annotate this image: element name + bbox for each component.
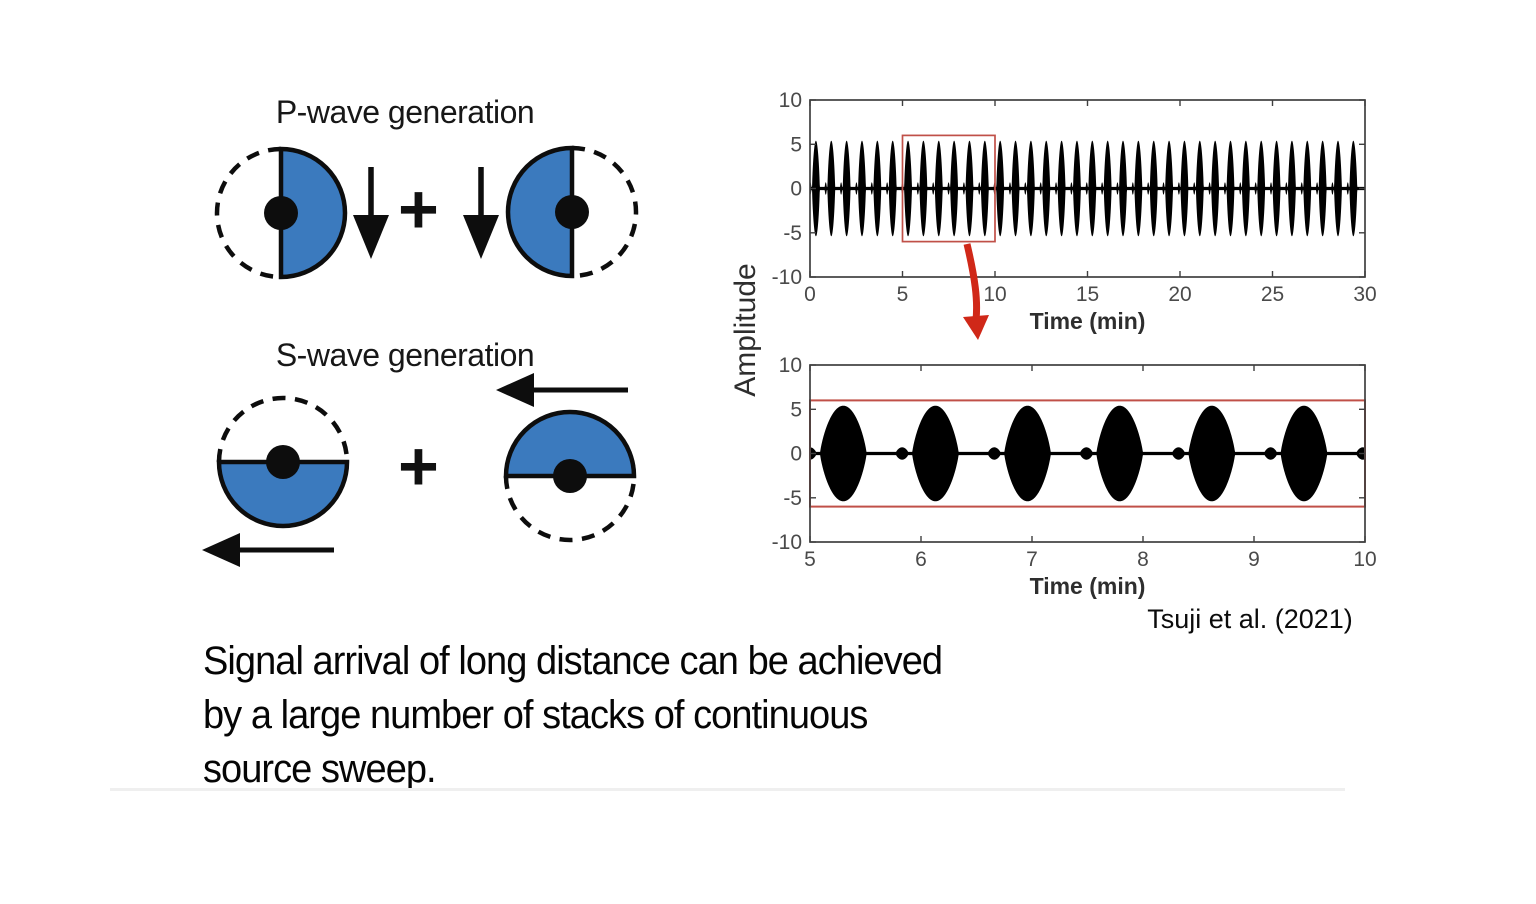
y-tick-label: 10 [779, 89, 802, 112]
blue-half-circle [216, 459, 350, 529]
x-tick-label: 6 [915, 548, 927, 571]
arrow-head [202, 533, 240, 567]
x-tick-label: 5 [897, 283, 909, 306]
x-tick-label: 20 [1168, 283, 1191, 306]
center-dot [553, 459, 587, 493]
arrow-head [353, 215, 389, 259]
dashed-half-circle [214, 146, 282, 280]
s-wave-title: S-wave generation [275, 337, 535, 373]
divider-line [110, 788, 1345, 791]
blue-half-circle [505, 145, 575, 279]
waveform-series [810, 140, 1365, 237]
y-tick-label: -5 [783, 487, 802, 510]
zoom-annotation-arrow-icon [963, 243, 989, 340]
p-wave-title: P-wave generation [275, 94, 535, 130]
left-arrow-icon [496, 373, 628, 407]
highlight-box [901, 134, 996, 243]
caption-line: by a large number of stacks of continuou… [203, 693, 868, 737]
caption-line: source sweep. [203, 747, 437, 791]
x-tick-label: 7 [1026, 548, 1038, 571]
x-axis-label: Time (min) [1030, 308, 1146, 334]
dashed-half-circle [571, 145, 639, 279]
y-tick-label: 5 [790, 398, 802, 421]
p-wave-left-beachball-icon [214, 146, 348, 280]
s-wave-left-beachball-icon [216, 395, 350, 529]
y-tick-label: 0 [790, 443, 802, 466]
x-axis-label: Time (min) [1030, 573, 1146, 599]
left-arrow-icon [202, 533, 334, 567]
p-wave-right-beachball-icon [505, 145, 639, 279]
blue-half-circle [278, 146, 348, 280]
y-tick-label: 10 [779, 354, 802, 377]
y-tick-label: -10 [772, 531, 802, 554]
caption: Signal arrival of long distance can be a… [203, 634, 943, 796]
red-arrow-shaft [963, 243, 981, 321]
x-tick-label: 9 [1248, 548, 1260, 571]
x-tick-label: 15 [1076, 283, 1099, 306]
blue-half-circle [503, 409, 637, 479]
x-tick-label: 10 [983, 283, 1006, 306]
center-dot [264, 196, 298, 230]
x-tick-label: 8 [1137, 548, 1149, 571]
down-arrow-icon [463, 167, 499, 259]
down-arrow-icon [353, 167, 389, 259]
center-dot [266, 445, 300, 479]
dashed-half-circle [216, 395, 350, 463]
caption-line: Signal arrival of long distance can be a… [203, 639, 943, 683]
y-tick-label: 5 [790, 133, 802, 156]
arrow-head [463, 215, 499, 259]
x-tick-label: 30 [1353, 283, 1376, 306]
dashed-half-circle [503, 475, 637, 543]
red-arrow-head [963, 315, 989, 340]
citation: Tsuji et al. (2021) [1147, 604, 1353, 634]
x-tick-label: 0 [804, 283, 816, 306]
x-tick-label: 10 [1353, 548, 1376, 571]
arrow-head [496, 373, 534, 407]
waveform-series [810, 405, 1365, 502]
plus-sign: + [398, 170, 439, 248]
y-tick-label: 0 [790, 178, 802, 201]
s-wave-right-beachball-icon [503, 409, 637, 543]
x-tick-label: 25 [1261, 283, 1284, 306]
y-tick-label: -10 [772, 266, 802, 289]
plus-sign: + [398, 427, 439, 505]
center-dot [555, 195, 589, 229]
x-tick-label: 5 [804, 548, 816, 571]
y-tick-label: -5 [783, 222, 802, 245]
